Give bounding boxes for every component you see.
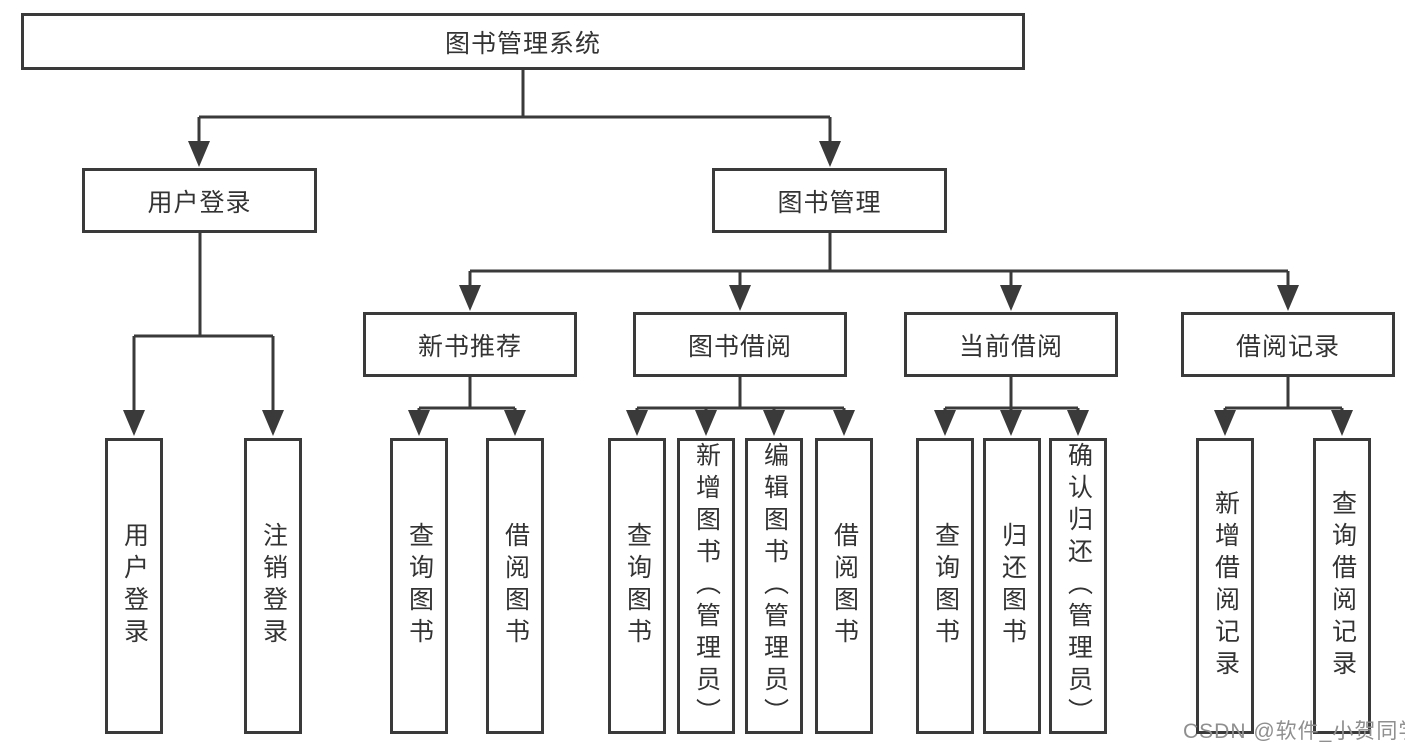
leaf-query-books-recommend: 查询图书 [390, 438, 448, 734]
leaf-query-books-current: 查询图书 [916, 438, 974, 734]
node-current-borrowing: 当前借阅 [904, 312, 1118, 377]
leaf-edit-book-admin: 编辑图书（管理员） [745, 438, 803, 734]
leaf-confirm-return-admin: 确认归还（管理员） [1049, 438, 1107, 734]
leaf-borrow-books-recommend: 借阅图书 [486, 438, 544, 734]
leaf-logout: 注销登录 [244, 438, 302, 734]
node-user-login: 用户登录 [82, 168, 317, 233]
node-new-book-recommend: 新书推荐 [363, 312, 577, 377]
leaf-return-book: 归还图书 [983, 438, 1041, 734]
node-root-system: 图书管理系统 [21, 13, 1025, 70]
leaf-borrow-books-borrowing: 借阅图书 [815, 438, 873, 734]
arrowheads [123, 141, 1353, 436]
leaf-user-login: 用户登录 [105, 438, 163, 734]
leaf-query-borrow-record: 查询借阅记录 [1313, 438, 1371, 734]
leaf-query-books-borrowing: 查询图书 [608, 438, 666, 734]
csdn-watermark: CSDN @软件_小贺同学 [1183, 720, 1405, 743]
node-book-management: 图书管理 [712, 168, 947, 233]
leaf-add-book-admin: 新增图书（管理员） [677, 438, 735, 734]
leaf-add-borrow-record: 新增借阅记录 [1196, 438, 1254, 734]
node-borrow-records: 借阅记录 [1181, 312, 1395, 377]
node-book-borrowing: 图书借阅 [633, 312, 847, 377]
